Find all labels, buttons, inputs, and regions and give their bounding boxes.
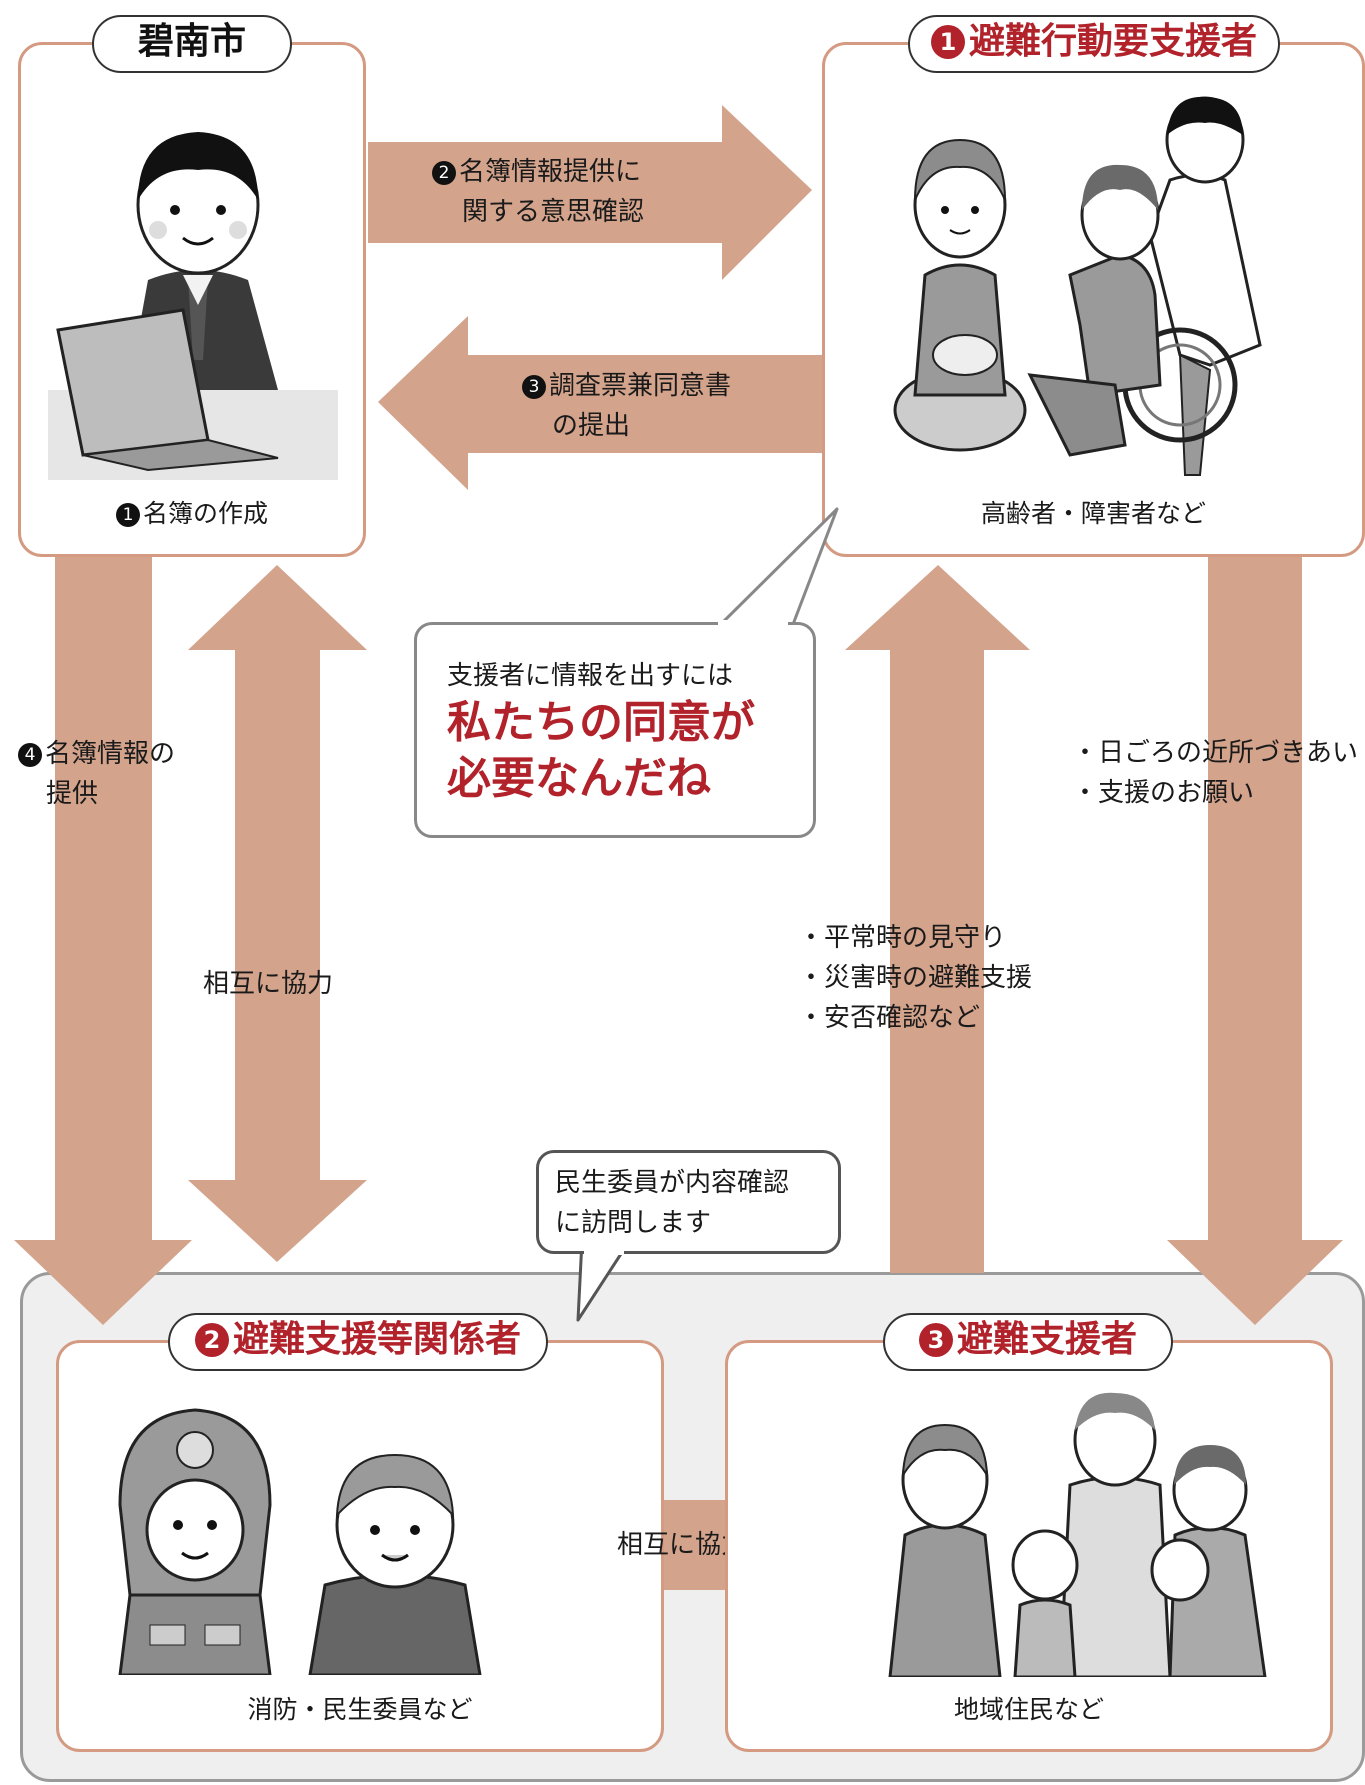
- support-line-3: ・安否確認など: [798, 1003, 981, 1033]
- arrow-neighbor: [1167, 555, 1343, 1325]
- support-label: ・平常時の見守り ・災害時の避難支援 ・安否確認など: [798, 918, 1032, 1038]
- arrow-confirm: [368, 105, 812, 280]
- consent-emphasis-2: 必要なんだね: [447, 753, 711, 804]
- confirm-line-2: 関する意思確認: [462, 197, 645, 227]
- consent-emphasis-1: 私たちの同意が: [447, 697, 755, 748]
- neighbor-line-2: ・支援のお願い: [1072, 778, 1255, 808]
- city-caption-text: 名簿の作成: [142, 499, 268, 528]
- consent-line: 支援者に情報を出すには: [447, 661, 734, 691]
- submit-number-badge: 3: [522, 375, 546, 399]
- requirers-caption: 高齢者・障害者など: [980, 499, 1206, 528]
- title-number-badge: 3: [918, 1323, 953, 1357]
- support-line-2: ・災害時の避難支援: [798, 963, 1033, 993]
- related-caption: 消防・民生委員など: [247, 1695, 473, 1724]
- supporters-caption: 地域住民など: [953, 1695, 1104, 1724]
- elderly-and-wheelchair-illustration: [893, 96, 1262, 476]
- staff-at-laptop-illustration: [48, 132, 338, 480]
- submit-line-2: の提出: [552, 411, 631, 441]
- consent-bubble-tail: [716, 507, 839, 629]
- arrow-provide: [14, 555, 192, 1325]
- arrow-cooperate-vertical: [188, 565, 367, 1262]
- caption-number-badge: 1: [115, 503, 140, 527]
- title-number-badge: 2: [194, 1323, 229, 1357]
- visit-line-2: に訪問します: [555, 1208, 712, 1238]
- requirers-title: 避難行動要支援者: [968, 21, 1257, 62]
- related-title: 避難支援等関係者: [232, 1319, 521, 1360]
- provide-line-2: 提供: [46, 779, 99, 809]
- neighbor-label: ・日ごろの近所づきあい ・支援のお願い: [1072, 733, 1358, 813]
- arrow-submit: [378, 316, 822, 490]
- neighbor-line-1: ・日ごろの近所づきあい: [1072, 738, 1359, 768]
- arrow-support: [845, 565, 1030, 1273]
- local-residents-illustration: [888, 1392, 1267, 1677]
- firefighter-and-welfare-commissioner-illustration: [118, 1408, 482, 1675]
- city-title: 碧南市: [137, 21, 246, 62]
- consent-bubble: 支援者に情報を出すには 私たちの同意が 必要なんだね: [414, 622, 816, 838]
- title-number-badge: 1: [930, 25, 965, 59]
- consent-bubble-tail-cover: [718, 620, 788, 628]
- supporters-title: 避難支援者: [956, 1319, 1137, 1360]
- provide-number-badge: 4: [18, 743, 42, 767]
- visit-bubble: 民生委員が内容確認 に訪問します: [536, 1150, 841, 1254]
- cooperate-vertical-label: 相互に協力: [203, 969, 334, 999]
- support-line-1: ・平常時の見守り: [798, 923, 1007, 953]
- visit-bubble-tail: [576, 1240, 632, 1322]
- visit-bubble-tail-cover: [584, 1247, 624, 1255]
- confirm-number-badge: 2: [432, 161, 456, 185]
- city-title-pill: 碧南市: [92, 15, 292, 73]
- visit-line-1: 民生委員が内容確認: [555, 1168, 790, 1198]
